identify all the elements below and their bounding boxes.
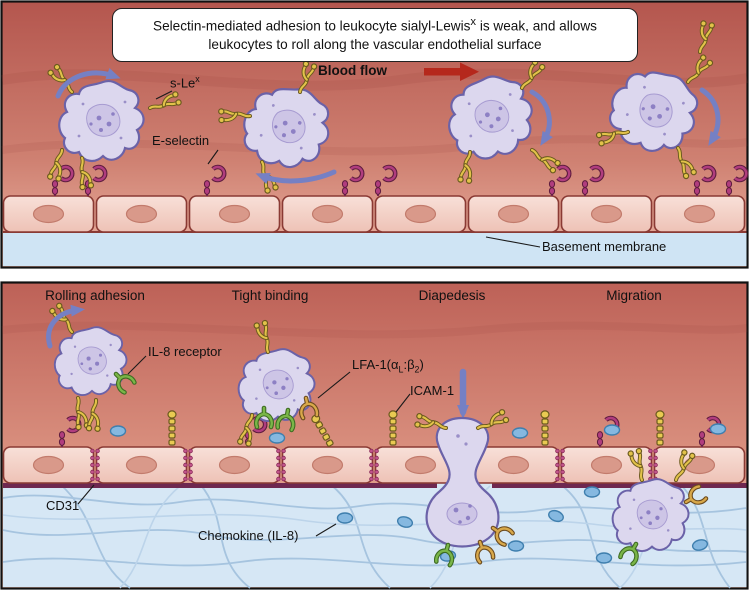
chemokine-icon (336, 512, 354, 524)
rotation-arrow-icon (55, 67, 121, 99)
leukocyte-cell (425, 416, 500, 548)
stage-label-rolling-adhesion: Rolling adhesion (45, 288, 145, 303)
bottom-panel-artwork (0, 281, 749, 590)
pointer-line (127, 355, 147, 375)
endothelial-cell (281, 195, 374, 233)
endothelial-cell (95, 195, 188, 233)
pointer-lines-bottom (77, 355, 411, 537)
chemokine-icon (507, 540, 525, 552)
endothelial-cell (560, 195, 653, 233)
icam1-label: ICAM-1 (410, 383, 455, 398)
endothelial-cell (188, 446, 281, 484)
pointer-line (155, 90, 173, 100)
chemokine-icon (109, 425, 127, 437)
chemokine-icon (709, 423, 727, 435)
stage-label-migration: Migration (606, 288, 662, 303)
title-text-cont: is weak, and allows leukocytes to roll a… (208, 18, 597, 53)
title-superscript: x (470, 16, 477, 28)
endothelial-cell (653, 446, 746, 484)
pointer-lines-top (155, 90, 541, 248)
pointer-line (485, 236, 541, 248)
endothelial-cell (2, 195, 95, 233)
rotation-arrow-icon (255, 169, 337, 185)
icam1-icon (388, 410, 398, 446)
endothelial-cell (374, 195, 467, 233)
diapedesis-cell (411, 368, 513, 565)
e-selectin-label: E-selectin (152, 133, 210, 148)
endothelial-cell (2, 446, 95, 484)
basement-membrane-line (3, 483, 747, 488)
pointer-line (315, 523, 337, 537)
endothelial-cell (95, 446, 188, 484)
pointer-line (207, 149, 219, 165)
lfa1-label: LFA-1(αL:β2) (352, 357, 424, 375)
il8-receptor-label: IL-8 receptor (148, 344, 222, 359)
rotation-arrows (55, 67, 721, 185)
chemokine-icon (583, 486, 601, 498)
stage-label-tight-binding: Tight binding (231, 288, 309, 303)
rotation-arrow-icon (529, 89, 553, 146)
pointer-line (317, 371, 351, 399)
rotation-arrow-icon (699, 87, 721, 146)
basement-membrane-label: Basement membrane (542, 239, 667, 254)
endothelial-cell (188, 195, 281, 233)
s-lex-label: s-Lex (170, 74, 200, 91)
pointer-line (77, 484, 95, 505)
rolling-adhesion-cell (46, 300, 135, 435)
title-text: Selectin-mediated adhesion to leukocyte … (153, 18, 471, 34)
rotation-arrow-icon (46, 304, 85, 349)
chemokine-label: Chemokine (IL-8) (198, 528, 299, 543)
chemokine-icon (511, 427, 529, 439)
endothelial-cell (653, 195, 746, 233)
cd31-label: CD31 (46, 498, 80, 513)
chemokine-icon (603, 424, 621, 436)
chemokine-icon (268, 432, 286, 444)
icam1-icon (540, 410, 550, 446)
stage-label-diapedesis: Diapedesis (418, 288, 486, 303)
figure-title: Selectin-mediated adhesion to leukocyte … (112, 8, 638, 63)
chemokine-icon (595, 552, 613, 564)
pointer-line (395, 393, 411, 413)
endothelial-cell (281, 446, 374, 484)
icam1-icon (167, 410, 177, 446)
icam1-icon (655, 410, 665, 446)
endothelial-cell (467, 195, 560, 233)
blood-flow-label: Blood flow (318, 63, 387, 78)
blood-flow-arrow-icon (424, 62, 479, 81)
